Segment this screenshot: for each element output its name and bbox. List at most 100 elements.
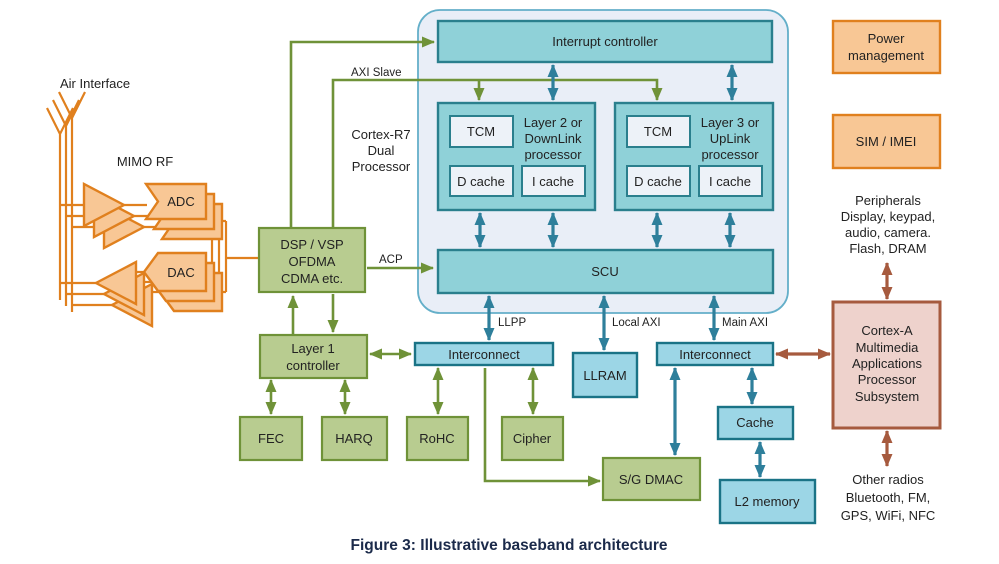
layer1-box <box>258 333 369 380</box>
svg-text:Multimedia: Multimedia <box>856 340 920 355</box>
svg-text:HARQ: HARQ <box>335 431 373 446</box>
svg-text:Display, keypad,: Display, keypad, <box>841 209 935 224</box>
svg-text:LLRAM: LLRAM <box>583 368 626 383</box>
svg-text:Subsystem: Subsystem <box>855 389 919 404</box>
cipher-box <box>500 415 565 462</box>
dac-block <box>142 251 208 293</box>
svg-text:Interconnect: Interconnect <box>448 347 520 362</box>
svg-text:Cache: Cache <box>736 415 774 430</box>
air-interface-label: Air Interface <box>60 76 130 91</box>
llram-block: LLRAM <box>571 351 639 399</box>
cortex-a-box <box>831 300 942 430</box>
svg-text:audio, camera.: audio, camera. <box>845 225 931 240</box>
svg-text:Applications: Applications <box>852 356 923 371</box>
interconnect-right-block: Interconnect <box>655 341 775 367</box>
llpp-label: LLPP <box>498 317 526 329</box>
svg-text:Dual: Dual <box>368 143 395 158</box>
green-connections <box>265 36 663 487</box>
svg-text:SIM / IMEI: SIM / IMEI <box>856 134 917 149</box>
sg-dmac-block: S/G DMAC <box>601 456 702 502</box>
power-management-block: Power management <box>831 19 942 75</box>
tx-amplifier-stack <box>93 260 154 328</box>
svg-text:GPS, WiFi, NFC: GPS, WiFi, NFC <box>841 508 936 523</box>
harq-box <box>320 415 389 462</box>
svg-text:S/G DMAC: S/G DMAC <box>619 472 683 487</box>
mimo-rf-label: MIMO RF <box>117 154 173 169</box>
layer2-proc-label: DownLink <box>524 131 582 146</box>
l2-memory-block: L2 memory <box>718 478 817 525</box>
amplifier-icon <box>93 260 138 306</box>
sim-imei-block: SIM / IMEI <box>831 113 942 170</box>
svg-text:Processor: Processor <box>858 372 917 387</box>
layer2-proc-label: processor <box>524 147 582 162</box>
fec-block: FEC <box>238 415 304 462</box>
layer1-controller-block: Layer 1 controller <box>258 333 369 380</box>
dsp-block: DSP / VSP OFDMA CDMA etc. <box>257 226 367 294</box>
main-axi-label: Main AXI <box>722 317 768 329</box>
local-axi-label: Local AXI <box>612 317 661 329</box>
dsp-interrupt-line <box>289 36 435 228</box>
layer3-processor-block: TCM Layer 3 or UpLink processor D cache … <box>613 101 775 212</box>
scu-label: SCU <box>591 264 618 279</box>
svg-text:RoHC: RoHC <box>419 431 454 446</box>
interconnect-left-box <box>413 341 555 367</box>
scu-block <box>436 248 775 295</box>
layer3-proc-label: Layer 3 or <box>701 115 760 130</box>
teal-connections <box>474 64 766 478</box>
adc-block-stack: ADC <box>143 182 224 241</box>
adc-label: ADC <box>167 194 194 209</box>
svg-text:controller: controller <box>286 358 340 373</box>
dcache-label: D cache <box>634 174 682 189</box>
rohc-block: RoHC <box>405 415 470 462</box>
adc-block <box>143 182 208 221</box>
tcm-box <box>449 115 514 148</box>
brown-connections <box>775 262 893 467</box>
interrupt-controller-label: Interrupt controller <box>552 34 658 49</box>
peripherals-label: Peripherals Display, keypad, audio, came… <box>841 193 935 256</box>
dcache-label: D cache <box>457 174 505 189</box>
svg-text:Processor: Processor <box>352 159 411 174</box>
tcm-label: TCM <box>467 124 495 139</box>
antenna-icon <box>46 107 74 300</box>
cipher-block: Cipher <box>500 415 565 462</box>
svg-text:FEC: FEC <box>258 431 284 446</box>
rx-amplifier-stack <box>82 182 147 250</box>
rohc-box <box>405 415 470 462</box>
sim-imei-box <box>831 113 942 170</box>
interconnect-right-box <box>655 341 775 367</box>
dcache-box <box>626 165 691 197</box>
antenna-icon <box>58 91 86 312</box>
svg-text:Bluetooth, FM,: Bluetooth, FM, <box>846 490 931 505</box>
cache-block: Cache <box>716 405 795 441</box>
amplifier-icon <box>82 182 127 228</box>
svg-text:Power: Power <box>868 31 906 46</box>
svg-text:Peripherals: Peripherals <box>855 193 921 208</box>
sg-dmac-box <box>601 456 702 502</box>
svg-text:Interconnect: Interconnect <box>679 347 751 362</box>
dac-label: DAC <box>167 265 194 280</box>
acp-label: ACP <box>379 254 403 266</box>
svg-text:DSP / VSP: DSP / VSP <box>280 237 343 252</box>
svg-text:Cipher: Cipher <box>513 431 552 446</box>
interconnect-left-block: Interconnect <box>413 341 555 367</box>
icache-box <box>521 165 586 197</box>
figure-caption: Figure 3: Illustrative baseband architec… <box>351 537 668 554</box>
dac-block-stack: DAC <box>142 251 224 313</box>
cortex-a-block: Cortex-A Multimedia Applications Process… <box>831 300 942 430</box>
tcm-box <box>626 115 691 148</box>
layer2-proc-label: Layer 2 or <box>524 115 583 130</box>
other-radios-label: Other radios Bluetooth, FM, GPS, WiFi, N… <box>841 472 936 523</box>
icache-label: I cache <box>709 174 751 189</box>
svg-text:management: management <box>848 48 924 63</box>
svg-text:Layer 1: Layer 1 <box>291 341 334 356</box>
svg-text:OFDMA: OFDMA <box>289 254 336 269</box>
svg-text:Flash, DRAM: Flash, DRAM <box>849 241 926 256</box>
svg-text:Cortex-A: Cortex-A <box>861 323 913 338</box>
antenna-icon <box>52 99 80 306</box>
dcache-box <box>449 165 514 197</box>
axi-slave-label: AXI Slave <box>351 67 402 79</box>
icache-label: I cache <box>532 174 574 189</box>
svg-text:Cortex-R7: Cortex-R7 <box>351 127 410 142</box>
